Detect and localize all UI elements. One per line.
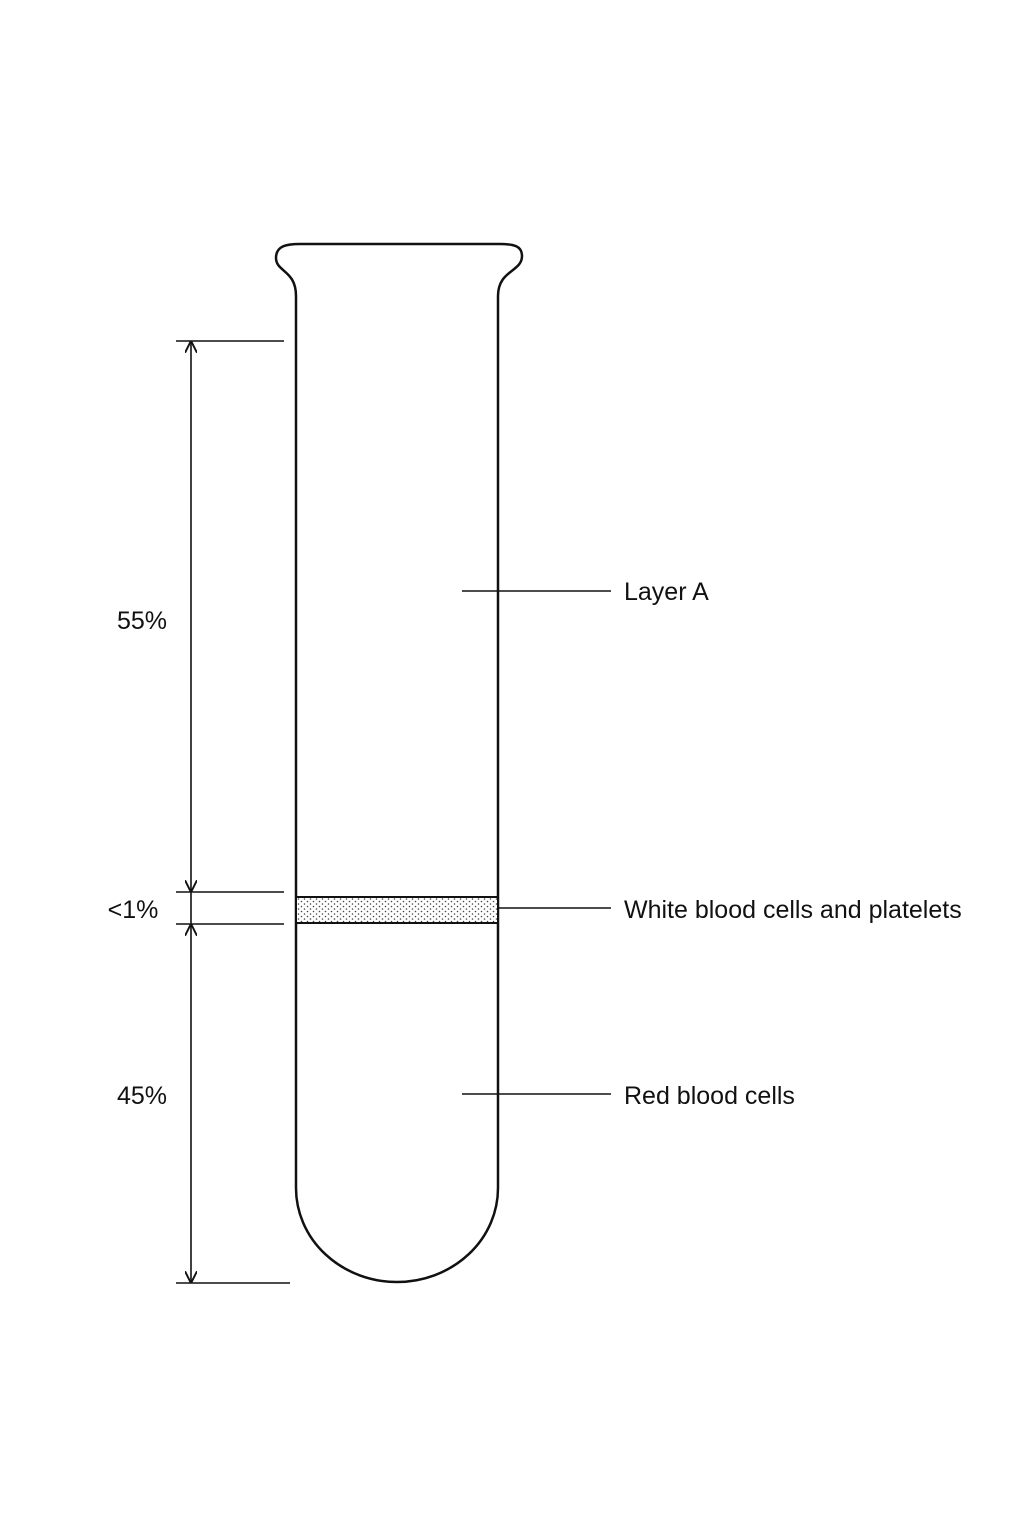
- test-tube-outline: [274, 242, 524, 1284]
- percent-label-55: 55%: [117, 607, 167, 635]
- buffy-coat-band: [297, 898, 497, 922]
- percent-label-less-than-1: <1%: [108, 896, 159, 924]
- percent-label-45: 45%: [117, 1082, 167, 1110]
- label-white-blood-cells-platelets: White blood cells and platelets: [624, 896, 962, 924]
- label-red-blood-cells: Red blood cells: [624, 1082, 795, 1110]
- label-layer-a: Layer A: [624, 578, 709, 606]
